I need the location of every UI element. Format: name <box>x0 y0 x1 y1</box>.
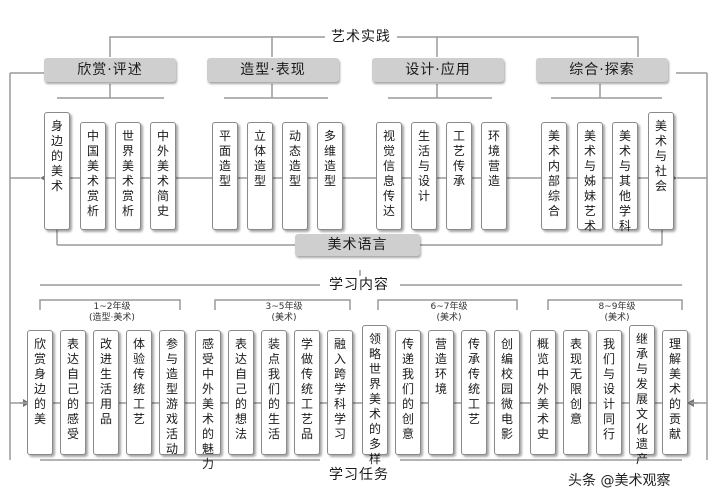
content-item: 中外美术简史 <box>150 122 176 230</box>
task-item: 传递我们的创意 <box>395 330 421 455</box>
task-item: 创编校园微电影 <box>494 330 520 455</box>
category-synthesis: 综合·探索 <box>536 58 668 82</box>
task-item: 改进生活用品 <box>93 330 119 455</box>
watermark: 头条 @美术观察 <box>568 473 671 489</box>
content-item: 中国美术赏析 <box>80 122 106 230</box>
task-item: 体验传统工艺 <box>126 330 152 455</box>
task-item: 理解美术的贡献 <box>662 330 688 455</box>
content-item: 世界美术赏析 <box>115 122 141 230</box>
middle-title: 学习内容 <box>323 276 395 294</box>
content-item: 生活与设计 <box>411 122 437 230</box>
top-title: 艺术实践 <box>325 28 397 46</box>
task-item: 表达自己的想法 <box>228 330 254 455</box>
task-item: 装点我们的生活 <box>261 330 287 455</box>
task-item: 我们与设计同行 <box>596 330 622 455</box>
content-item: 多维造型 <box>317 122 343 230</box>
content-item: 工艺传承 <box>446 122 472 230</box>
grade-label: 8~9年级(美术) <box>583 302 651 324</box>
content-item: 美术内部综合 <box>541 122 567 230</box>
content-item: 立体造型 <box>247 122 273 230</box>
grade-label: 6~7年级(美术) <box>415 302 483 324</box>
task-item: 表现无限创意 <box>563 330 589 455</box>
task-item: 融入跨学科学习 <box>327 330 353 455</box>
content-item: 环境营造 <box>481 122 507 230</box>
task-item: 欣赏身边的美 <box>27 330 53 455</box>
task-item: 参与造型游戏活动 <box>159 330 185 456</box>
art-language-bar: 美术语言 <box>295 234 420 256</box>
grade-label: 3~5年级(美术) <box>250 302 318 324</box>
content-item: 美术与其他学科 <box>612 122 638 233</box>
task-item: 领略世界美术的多样性 <box>362 325 388 481</box>
task-item: 感受中外美术的魅力 <box>195 330 221 471</box>
task-item: 传承传统工艺 <box>461 330 487 455</box>
content-item: 平面造型 <box>212 122 238 230</box>
category-appreciation: 欣赏·评述 <box>44 58 176 82</box>
content-item: 美术与社会 <box>648 112 674 230</box>
content-item: 身边的美术 <box>44 112 70 230</box>
content-item: 动态造型 <box>282 122 308 230</box>
task-item: 继承与发展文化遗产 <box>629 325 655 466</box>
task-item: 营造环境 <box>428 330 454 455</box>
bottom-title: 学习任务 <box>323 466 395 484</box>
content-item: 美术与姊妹艺术 <box>577 122 603 233</box>
task-item: 概览中外美术史 <box>530 330 556 455</box>
task-item: 表达自己的感受 <box>60 330 86 455</box>
task-item: 学做传统工艺品 <box>294 330 320 455</box>
category-modeling: 造型·表现 <box>207 58 339 82</box>
grade-label: 1~2年级(造型·美术) <box>78 302 146 324</box>
content-item: 视觉信息传达 <box>376 122 402 230</box>
category-design: 设计·应用 <box>372 58 504 82</box>
